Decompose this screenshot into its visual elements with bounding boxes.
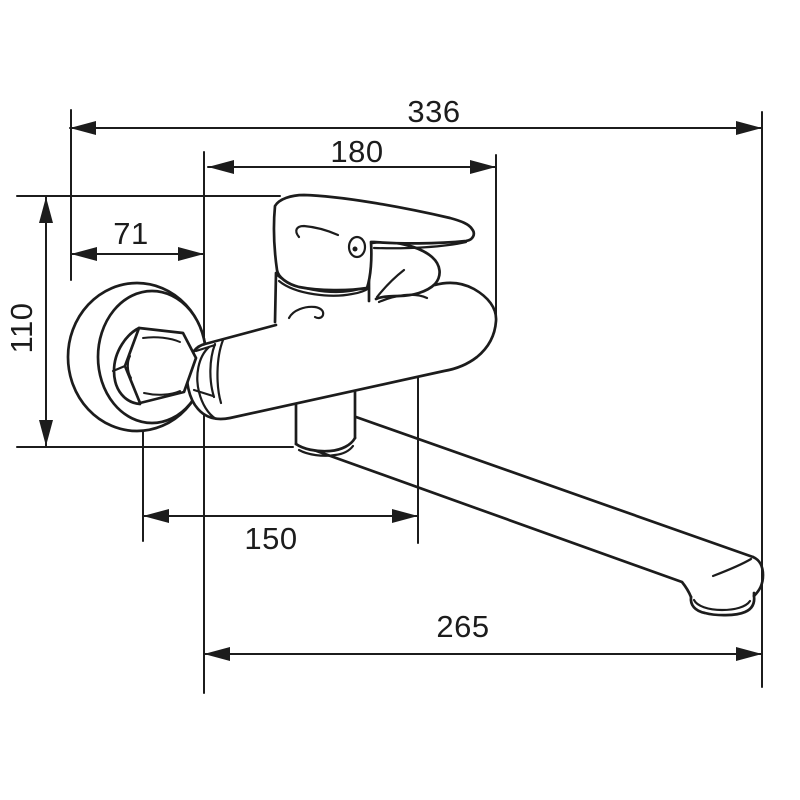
dimension-71 — [70, 247, 205, 261]
extension-lines-front — [417, 111, 763, 688]
dim-label-body-width: 180 — [330, 134, 384, 169]
dimension-336 — [69, 121, 763, 135]
dim-label-overall-width: 336 — [407, 94, 461, 129]
dimension-265 — [203, 647, 763, 661]
dimension-150 — [142, 509, 419, 523]
spout — [295, 415, 765, 617]
handle-lever — [272, 193, 476, 292]
lever-hinge — [369, 240, 441, 304]
indicator-dot — [347, 235, 367, 259]
body-highlight-line — [287, 305, 325, 320]
handle-highlight-line — [295, 224, 340, 239]
dim-label-wall-offset: 71 — [113, 216, 149, 251]
hex-nut — [111, 326, 198, 406]
dim-label-spout-reach: 265 — [436, 609, 490, 644]
faucet-body-group — [66, 193, 765, 617]
spout-connector — [294, 389, 357, 457]
dimension-110 — [39, 196, 53, 447]
connector-cone — [192, 338, 225, 405]
aerator — [689, 591, 756, 617]
extension-lines — [16, 109, 497, 694]
dim-label-spout-base-offset: 150 — [244, 521, 298, 556]
dim-label-mount-height: 110 — [4, 302, 39, 354]
dimension-180 — [207, 160, 497, 174]
